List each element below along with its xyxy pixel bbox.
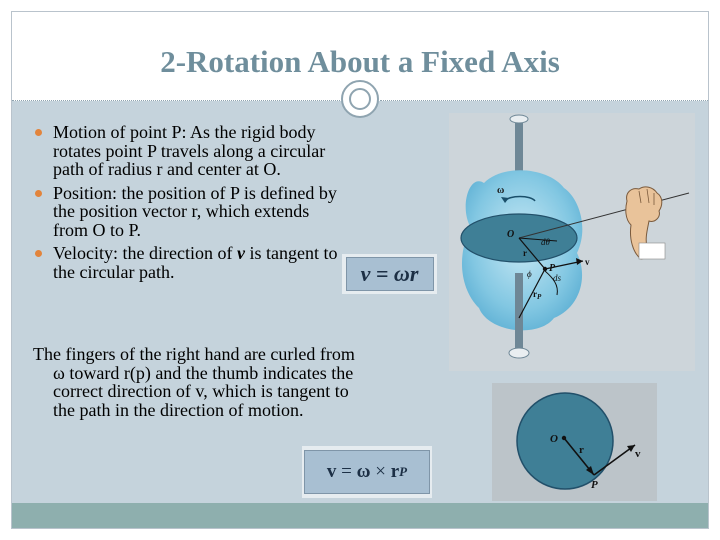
dtheta-line	[518, 237, 558, 242]
right-hand-icon	[625, 186, 666, 260]
rp-label-main: r	[533, 289, 537, 299]
r-label: r	[523, 248, 527, 258]
circle-ornament-icon	[341, 80, 379, 118]
bullet-dot-icon	[35, 189, 42, 197]
v-label: v	[585, 257, 590, 267]
top-view-p-label: P	[591, 479, 598, 491]
bullet-text-before: Velocity: the direction of	[53, 243, 237, 263]
top-view-r-label: r	[579, 444, 584, 456]
p-label: P	[549, 263, 556, 274]
top-view-v-label: v	[635, 448, 641, 460]
o-label: O	[507, 229, 514, 240]
formula-sub: P	[399, 464, 408, 479]
formula-speed-text: v = ωr	[345, 257, 434, 291]
top-view-o-label: O	[550, 433, 558, 445]
rigid-body-svg: ω O dθ r ϕ P ds v rP	[460, 114, 690, 359]
top-view-figure: O r v P	[492, 383, 657, 501]
axle-bottom	[515, 273, 523, 351]
bullet-text: Motion of point P: As the rigid body rot…	[53, 122, 326, 179]
rigid-body-figure: ω O dθ r ϕ P ds v rP	[449, 113, 695, 371]
point-p	[542, 266, 548, 272]
title-divider-left	[12, 100, 340, 101]
position-vector-rp	[518, 268, 546, 319]
axle-cap-top	[509, 114, 529, 124]
top-view-velocity	[593, 444, 636, 476]
rp-label: rP	[533, 289, 542, 301]
dtheta-label: dθ	[541, 237, 551, 247]
omega-label: ω	[497, 185, 504, 196]
formula-times: ×	[375, 461, 386, 482]
bullet-item: Position: the position of P is defined b…	[34, 182, 339, 240]
bullet-text-after: is tangent to the circular path.	[53, 243, 338, 282]
formula-eq: =	[341, 461, 352, 482]
rp-label-sub: P	[537, 293, 542, 301]
explanation-paragraph: The fingers of the right hand are curled…	[33, 344, 355, 420]
omega-arrowhead	[501, 197, 509, 203]
bullet-dot-icon	[35, 250, 42, 257]
top-view-velocity-arrowhead	[627, 445, 635, 452]
footer-bar	[12, 503, 708, 528]
formula-omega: ω	[356, 461, 371, 482]
bullet-dot-icon	[35, 129, 42, 136]
ds-arc	[544, 270, 558, 296]
phi-label: ϕ	[527, 269, 532, 279]
bullet-item: Motion of point P: As the rigid body rot…	[34, 123, 339, 179]
circle-ornament-inner	[349, 88, 371, 110]
ds-label: ds	[553, 273, 562, 283]
radius-vector	[518, 237, 546, 270]
top-view-radius-arrowhead	[586, 466, 594, 475]
axle-cap-bottom	[508, 347, 530, 359]
slide-title: 2-Rotation About a Fixed Axis	[160, 44, 560, 79]
title-divider-right	[380, 100, 708, 101]
bullet-text: Position: the position of P is defined b…	[53, 182, 337, 240]
bullet-item: Velocity: the direction of v is tangent …	[34, 244, 339, 281]
top-view-disk	[516, 392, 614, 490]
bullet-list: Motion of point P: As the rigid body rot…	[34, 123, 339, 286]
formula-speed: v = ωr	[342, 254, 437, 294]
formula-r: r	[390, 461, 400, 482]
bullet-emphasis: v	[236, 243, 245, 263]
formula-lhs: v	[326, 461, 337, 482]
velocity-arrowhead	[576, 258, 583, 265]
axle-top	[515, 119, 523, 189]
top-view-svg: O r v P	[516, 392, 641, 491]
